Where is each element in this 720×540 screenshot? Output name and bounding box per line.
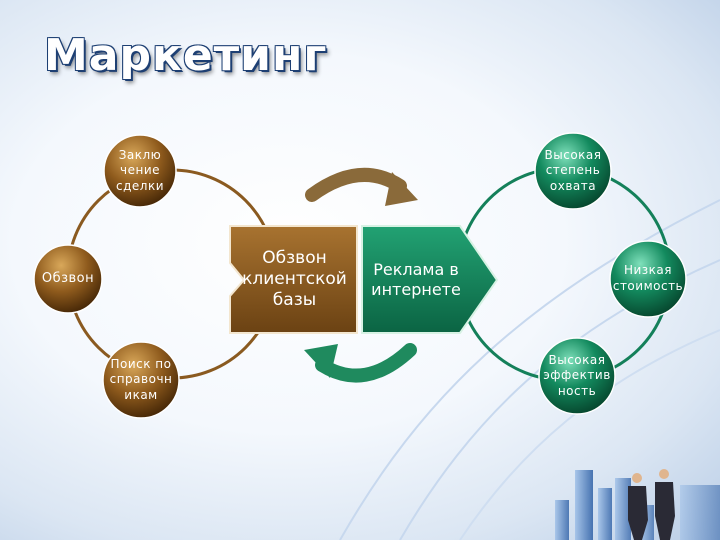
node-high-coverage-label: Высокая степень охвата: [544, 147, 602, 193]
center-left-box: [229, 225, 358, 334]
node-directory-search: [102, 341, 180, 419]
node-calling: [33, 244, 103, 314]
center-right-arrow-box: [361, 225, 499, 334]
node-directory-search-label: Поиск по справочн икам: [109, 356, 173, 402]
node-high-efficiency-label: Высокая эффектив ность: [543, 352, 611, 398]
decorative-wave: [459, 329, 720, 540]
node-high-coverage: [534, 132, 612, 210]
node-deal-closing: [103, 134, 177, 208]
page-title: Маркетинг: [44, 30, 328, 81]
center-left-label: Обзвон клиентской базы: [242, 247, 347, 311]
center-right-label: Реклама в интернете: [371, 259, 461, 299]
node-high-efficiency: [538, 337, 616, 415]
business-people-illustration: [555, 469, 720, 540]
curved-arrow-top-icon: [305, 167, 418, 206]
node-low-cost: [609, 240, 687, 318]
node-deal-closing-label: Заклю чение сделки: [116, 147, 164, 193]
node-calling-label: Обзвон: [41, 270, 95, 286]
node-low-cost-label: Низкая стоимость: [612, 263, 684, 293]
curved-arrow-bottom-icon: [304, 343, 417, 383]
